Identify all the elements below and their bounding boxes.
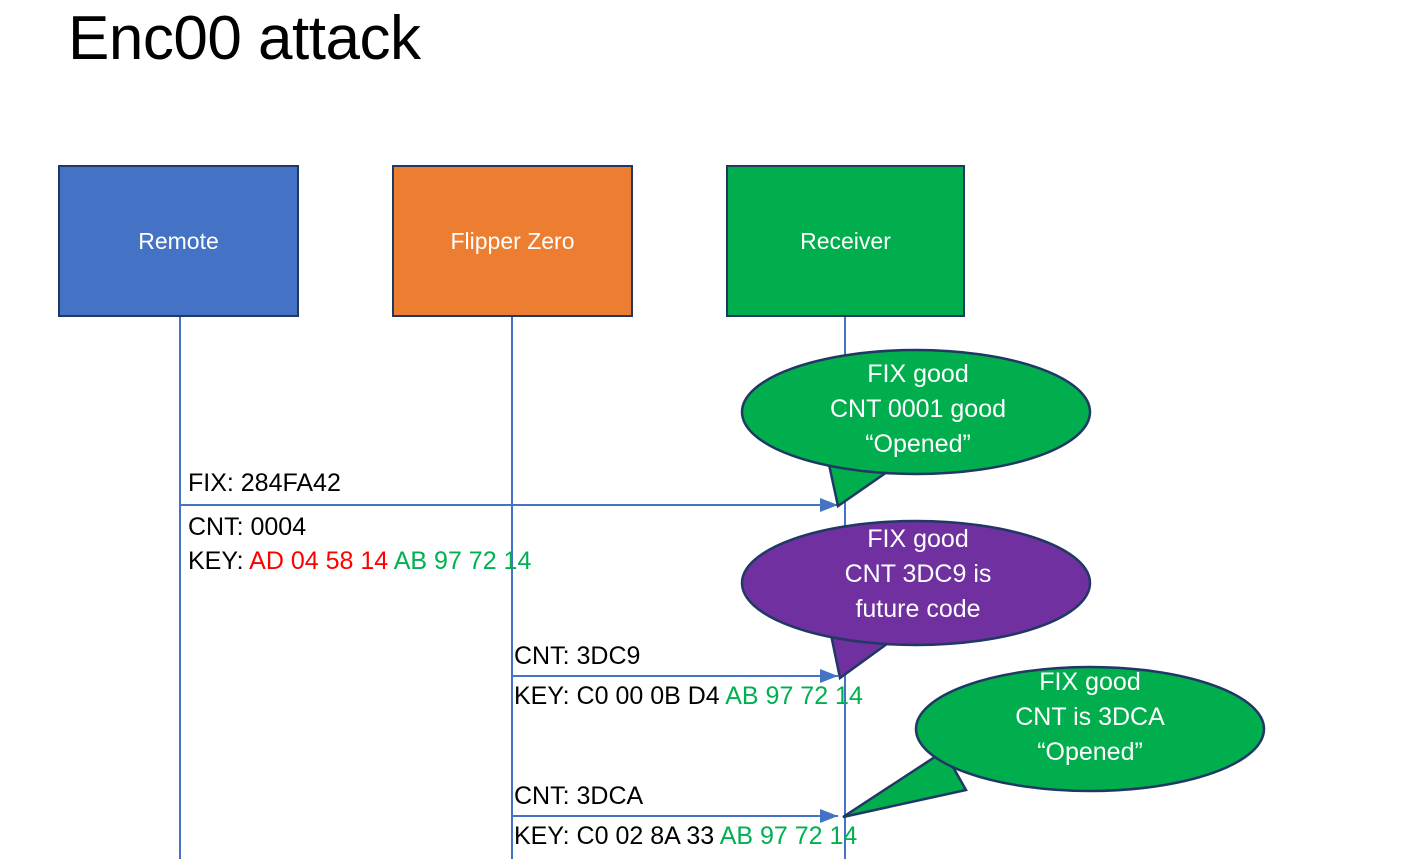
message-2-key-label: KEY: C0 00 0B D4 AB 97 72 14 xyxy=(514,680,863,713)
message-1-key-red-bytes: AD 04 58 14 xyxy=(249,547,389,575)
actor-box-flipper-zero[interactable]: Flipper Zero xyxy=(392,165,633,317)
message-2-key-green-bytes: AB 97 72 14 xyxy=(725,682,863,710)
callout-tail-3 xyxy=(842,749,968,819)
message-1-key-label: KEY: AD 04 58 14 AB 97 72 14 xyxy=(188,545,531,578)
callout-shape-2[interactable] xyxy=(740,519,1092,681)
message-1-key-green-bytes: AB 97 72 14 xyxy=(393,547,532,575)
callout-3-line-1: FIX good xyxy=(1039,668,1141,696)
callout-1-text: FIX good CNT 0001 good “Opened” xyxy=(746,357,1090,462)
callout-shape-3[interactable] xyxy=(842,665,1266,819)
message-3-key-green-bytes: AB 97 72 14 xyxy=(719,822,858,850)
message-2-cnt-label: CNT: 3DC9 xyxy=(514,642,641,670)
callout-shape-1[interactable] xyxy=(740,348,1092,509)
actor-box-remote[interactable]: Remote xyxy=(58,165,299,317)
callout-1-line-2: CNT 0001 good xyxy=(829,395,1007,423)
message-1-cnt-label: CNT: 0004 xyxy=(188,513,307,541)
callout-bubble-2 xyxy=(740,519,1092,647)
callout-3-line-2: CNT is 3DCA xyxy=(1015,703,1165,731)
actor-box-receiver[interactable]: Receiver xyxy=(726,165,965,317)
callout-1-line-1: FIX good xyxy=(867,360,969,388)
page-title: Enc00 attack xyxy=(68,4,421,73)
callout-3-text: FIX good CNT is 3DCA “Opened” xyxy=(918,665,1262,770)
callout-bubble-3 xyxy=(914,665,1266,793)
actor-label-receiver: Receiver xyxy=(800,227,891,254)
callout-1-line-3: “Opened” xyxy=(865,430,971,458)
callout-3-line-3: “Opened” xyxy=(1037,738,1143,766)
message-1-key-prefix: KEY: xyxy=(188,547,250,575)
message-2-key-prefix: KEY: C0 00 0B D4 xyxy=(514,682,726,710)
actor-label-remote: Remote xyxy=(138,227,219,254)
callout-2-line-3: future code xyxy=(855,595,981,623)
actor-label-flipper-zero: Flipper Zero xyxy=(450,227,575,254)
message-3-key-prefix: KEY: C0 02 8A 33 xyxy=(514,822,720,850)
message-1-fix-label: FIX: 284FA42 xyxy=(188,469,341,497)
callout-2-text: FIX good CNT 3DC9 is future code xyxy=(746,522,1090,627)
message-3-key-label: KEY: C0 02 8A 33 AB 97 72 14 xyxy=(514,820,857,853)
callout-bubble-1 xyxy=(740,348,1092,476)
callout-2-line-2: CNT 3DC9 is xyxy=(844,560,992,588)
callout-2-line-1: FIX good xyxy=(867,525,969,553)
message-3-cnt-label: CNT: 3DCA xyxy=(514,782,644,810)
